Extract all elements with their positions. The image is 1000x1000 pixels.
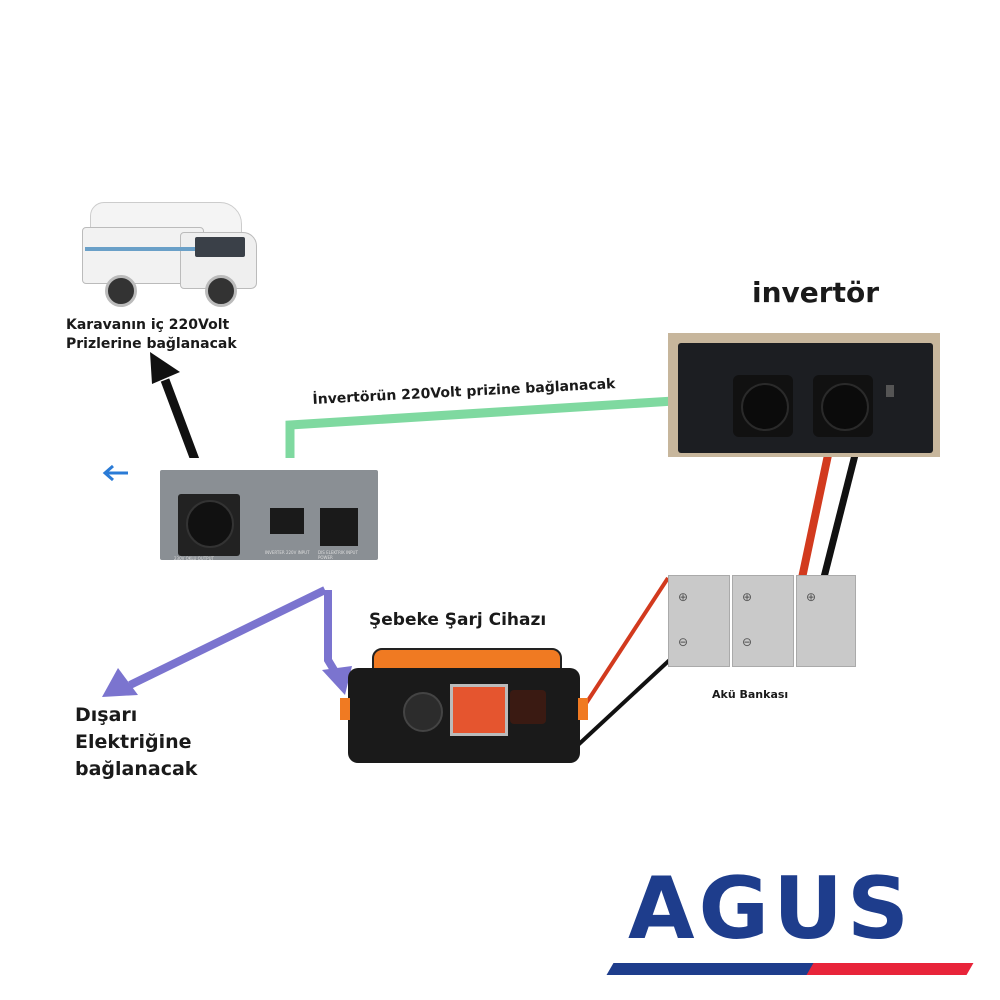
blue-left-arrow-icon [102, 464, 128, 482]
caravan-label-line2: Prizlerine bağlanacak [66, 336, 237, 352]
battery-bank-label: Akü Bankası [712, 688, 789, 701]
battery-2 [732, 575, 794, 667]
black-wire-charger [576, 653, 677, 747]
battery-bank-image: ⊕ ⊖ ⊕ ⊖ ⊕ [668, 575, 856, 667]
red-wire-inverter [798, 454, 832, 579]
arrow-to-charger [322, 590, 352, 695]
logo-stripe-blue [606, 963, 824, 975]
red-wire-charger [583, 576, 670, 707]
caravan-label-line1: Karavanın iç 220Volt [66, 317, 230, 333]
arrow-to-outside [102, 586, 327, 697]
mains-input-socket [320, 508, 358, 546]
arrow-to-caravan [150, 352, 200, 462]
battery-3 [796, 575, 856, 667]
outlet-label: 230V OKLU OUTPUT [174, 556, 214, 561]
inverter-image [668, 333, 940, 457]
agus-logo: AGUS [600, 859, 980, 980]
agus-logo-text: AGUS [628, 859, 913, 959]
input1-label: INVERTER 220V INPUT [265, 550, 310, 555]
caravan-image [80, 192, 260, 312]
input2-label: DIS ELEKTRIK INPUT POWER [318, 550, 358, 560]
inverter-input-socket [270, 508, 304, 534]
outside-label-line3: bağlanacak [75, 758, 198, 780]
outside-label-line1: Dışarı [75, 704, 138, 726]
inverter-title: invertör [752, 276, 880, 309]
output-socket [178, 494, 240, 556]
switch-box-image: 230V OKLU OUTPUT INVERTER 220V INPUT DIS… [142, 458, 394, 578]
logo-stripe-red [806, 963, 974, 975]
outside-label-line2: Elektriğine [75, 731, 192, 753]
battery-1 [668, 575, 730, 667]
charger-image [340, 648, 590, 773]
charger-title: Şebeke Şarj Cihazı [369, 610, 547, 630]
